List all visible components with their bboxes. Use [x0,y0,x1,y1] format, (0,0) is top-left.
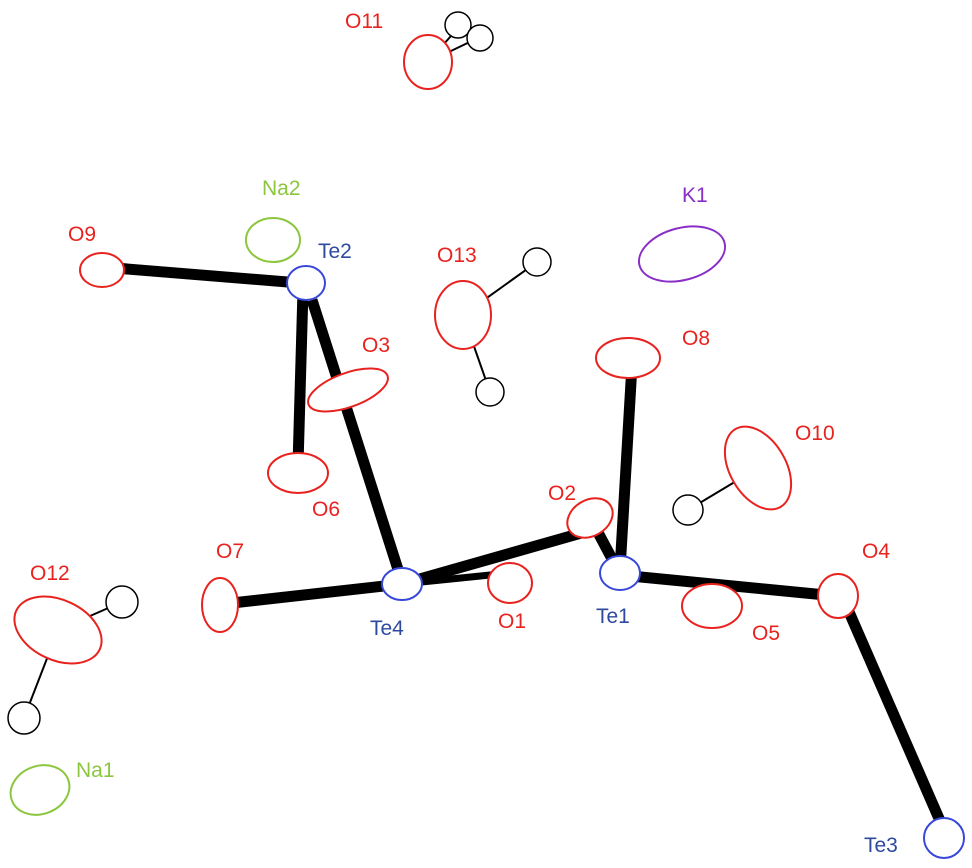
atom-O10: O10 [672,422,835,526]
svg-text:O11: O11 [345,10,383,33]
svg-text:Na2: Na2 [262,177,301,200]
atom-Te4: Te4 [370,567,423,640]
svg-text:O6: O6 [312,498,340,521]
svg-text:Te3: Te3 [864,834,898,857]
svg-text:Te1: Te1 [596,605,630,628]
atom-O9: O9 [68,223,125,288]
svg-text:O5: O5 [752,622,780,645]
svg-text:Na1: Na1 [76,759,115,782]
atom-O1: O1 [487,562,533,633]
atom-O8: O8 [595,327,710,379]
svg-text:O8: O8 [682,327,710,350]
svg-text:O4: O4 [862,540,890,563]
svg-text:O2: O2 [548,482,576,505]
svg-text:O10: O10 [795,422,835,445]
svg-text:O9: O9 [68,223,96,246]
atom-Te1: Te1 [596,555,641,628]
svg-text:O3: O3 [362,334,390,357]
atom-O3: O3 [307,334,390,413]
svg-text:Te2: Te2 [318,240,352,263]
atom-Na1: Na1 [9,759,115,816]
atom-Na2: Na2 [245,177,301,263]
svg-text:K1: K1 [682,184,708,207]
atom-O2: O2 [548,482,614,539]
svg-text:O1: O1 [498,610,526,633]
svg-text:O7: O7 [216,540,244,563]
svg-text:O12: O12 [30,562,70,585]
atom-O13: O13 [434,244,552,407]
atom-O6: O6 [267,452,340,521]
atom-O4: O4 [817,540,890,619]
atom-Te2: Te2 [286,240,352,301]
atom-Te3: Te3 [864,817,965,859]
atom-O12: O12 [7,562,139,735]
svg-text:O13: O13 [437,244,477,267]
atom-K1: K1 [637,184,727,283]
svg-text:Te4: Te4 [370,617,404,640]
atom-O5: O5 [681,583,780,645]
atom-O7: O7 [201,540,244,633]
atom-O11: O11 [345,10,494,90]
